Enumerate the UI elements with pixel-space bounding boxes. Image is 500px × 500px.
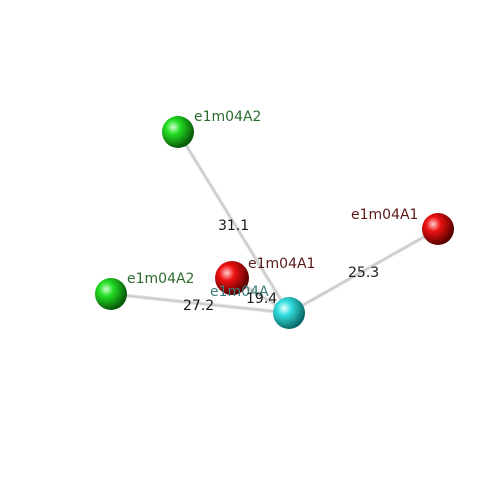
distance-label-red-center: 19.4	[246, 291, 277, 307]
atom-label-red-center: e1m04A1	[248, 256, 315, 272]
distance-label-green-left: 27.2	[183, 298, 214, 314]
atom-sphere-green-left[interactable]	[95, 278, 127, 310]
atom-label-green-left: e1m04A2	[127, 271, 194, 287]
distance-line-green-left	[110, 293, 290, 314]
atom-label-green-top: e1m04A2	[194, 109, 261, 125]
atoms	[95, 116, 454, 329]
distance-label-green-top: 31.1	[218, 218, 249, 234]
atom-label-cyan-center: e1m04A	[210, 284, 269, 300]
atom-sphere-red-right[interactable]	[422, 213, 454, 245]
distance-label-red-right: 25.3	[348, 265, 379, 281]
labels: e1m04A2 e1m04A2 e1m04A1 e1m04A1 e1m04A 31.1 25…	[127, 109, 418, 314]
distance-lines	[110, 130, 439, 315]
distance-line-red-right	[288, 228, 439, 314]
atom-label-red-right: e1m04A1	[351, 207, 418, 223]
atom-sphere-cyan-center[interactable]	[273, 297, 305, 329]
distance-line-green-top	[177, 131, 290, 314]
atom-sphere-green-top[interactable]	[162, 116, 194, 148]
atom-sphere-red-center[interactable]	[215, 261, 249, 295]
